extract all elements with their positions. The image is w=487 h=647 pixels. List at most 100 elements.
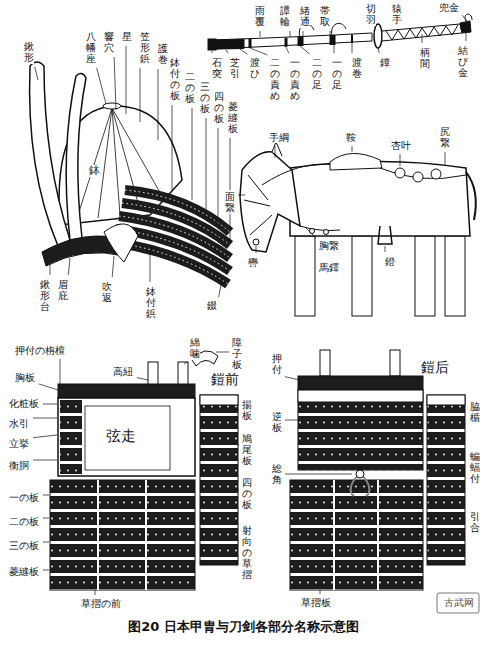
part-label: 鳩尾板 [242, 432, 252, 467]
leader-line [39, 384, 58, 390]
part-label: 押付の栴檀 [14, 345, 66, 356]
part-label: 雨覆 [255, 4, 265, 28]
part-label: 杏叶 [390, 140, 412, 151]
part-label: 眉庇 [58, 278, 68, 302]
part-label: 護巻 [158, 42, 168, 66]
leader-line [286, 47, 289, 53]
leader-line [237, 445, 239, 446]
part-label: 一の足 [332, 56, 342, 91]
part-label: 結び金 [458, 44, 468, 79]
leader-line [260, 31, 261, 37]
leader-line [385, 246, 386, 252]
leader-line [290, 31, 291, 37]
part-label: 三の板 [200, 80, 210, 115]
part-label: 緒通 [300, 4, 310, 28]
leader-line [43, 518, 49, 519]
part-label: 柄間 [420, 46, 430, 70]
part-label: 古武网 [443, 597, 475, 608]
leader-line [237, 540, 239, 541]
part-label: 笠形鋲 [140, 30, 150, 65]
part-label: 鞍 [345, 132, 357, 143]
leader-line [352, 43, 353, 53]
leader-line [35, 67, 38, 80]
part-label: 鉢付鋲 [146, 285, 156, 320]
leader-line [285, 377, 300, 380]
part-label: 渡ひ [250, 56, 260, 80]
leader-line [466, 30, 467, 41]
part-label: 衡胴 [8, 460, 30, 471]
leader-line [250, 48, 267, 55]
part-label: 綿噛 [190, 336, 200, 360]
part-label: 高紐 [112, 366, 134, 377]
part-label: 三の板 [8, 540, 40, 551]
part-label: 錣 [206, 300, 218, 311]
leader-line [150, 250, 151, 282]
part-label: 草摺の前 [80, 598, 122, 609]
part-label: 石突 [212, 56, 222, 80]
part-label: 化粧板 [8, 398, 40, 409]
part-label: 芝引 [230, 56, 240, 80]
part-label: 面繋 [225, 190, 235, 214]
leader-line [218, 128, 219, 228]
leader-line [330, 31, 331, 35]
part-label: 二の責め [270, 56, 280, 102]
part-label: 逆板 [272, 410, 282, 434]
leader-line [240, 49, 248, 54]
leader-line [192, 108, 193, 200]
part-label: 星 [122, 30, 132, 43]
part-label: 鍬形 [24, 40, 34, 64]
part-label: 脇楯 [470, 400, 480, 424]
part-label: 揚板 [242, 398, 252, 422]
part-label: 響穴 [104, 30, 114, 54]
leader-line [334, 45, 335, 53]
part-label: 鐔 [380, 56, 390, 69]
leader-line [237, 410, 239, 411]
leader-line [68, 258, 70, 275]
leader-line [285, 474, 352, 475]
part-label: 総角 [272, 462, 282, 486]
part-label: 鉢付の板 [170, 56, 180, 102]
leader-line [95, 590, 96, 595]
part-label: 二の足 [312, 56, 322, 91]
part-label: 譚輪 [280, 4, 290, 28]
leader-line [33, 435, 57, 438]
leader-line [206, 118, 207, 214]
leader-line [216, 352, 229, 353]
leader-line [126, 46, 127, 114]
leader-line [445, 152, 446, 165]
leader-line [320, 590, 321, 594]
part-label: 菱縫板 [228, 100, 238, 135]
figure-caption: 图20 日本甲胄与刀剑各部分名称示意图 [0, 618, 487, 636]
part-label: 胸繋 [318, 240, 340, 251]
part-label: 渡巻 [352, 56, 362, 80]
part-label: 吹返 [102, 280, 112, 304]
helmet-drawing [30, 62, 230, 284]
leader-line [285, 420, 298, 421]
part-label: 手綱 [268, 132, 290, 143]
leader-line [422, 34, 423, 43]
part-label: 鍬形台 [40, 278, 50, 313]
leader-line [43, 404, 57, 405]
leader-line [237, 490, 239, 491]
part-label: 四の板 [214, 90, 224, 125]
horse-drawing [240, 142, 476, 316]
watermark-frame [437, 593, 479, 613]
part-label: 鐙 [385, 255, 395, 268]
part-label: 切羽 [366, 2, 376, 26]
leader-line [275, 146, 276, 158]
part-label: 帯取 [320, 4, 330, 28]
leader-line [219, 280, 222, 297]
part-label: 馬鐸 [318, 262, 340, 273]
part-label: 鎧后 [420, 360, 450, 375]
leader-line [112, 256, 114, 277]
leader-line [303, 31, 304, 36]
leader-line [184, 362, 188, 364]
part-label: 四の板 [242, 476, 252, 511]
part-label: 八幡座 [86, 30, 96, 65]
part-label: 蝙蝠付 [470, 450, 480, 485]
leader-line [33, 418, 57, 419]
leader-line [238, 195, 245, 196]
part-label: 引合 [470, 510, 480, 534]
leader-line [300, 46, 310, 54]
part-label: 水引 [8, 418, 30, 429]
